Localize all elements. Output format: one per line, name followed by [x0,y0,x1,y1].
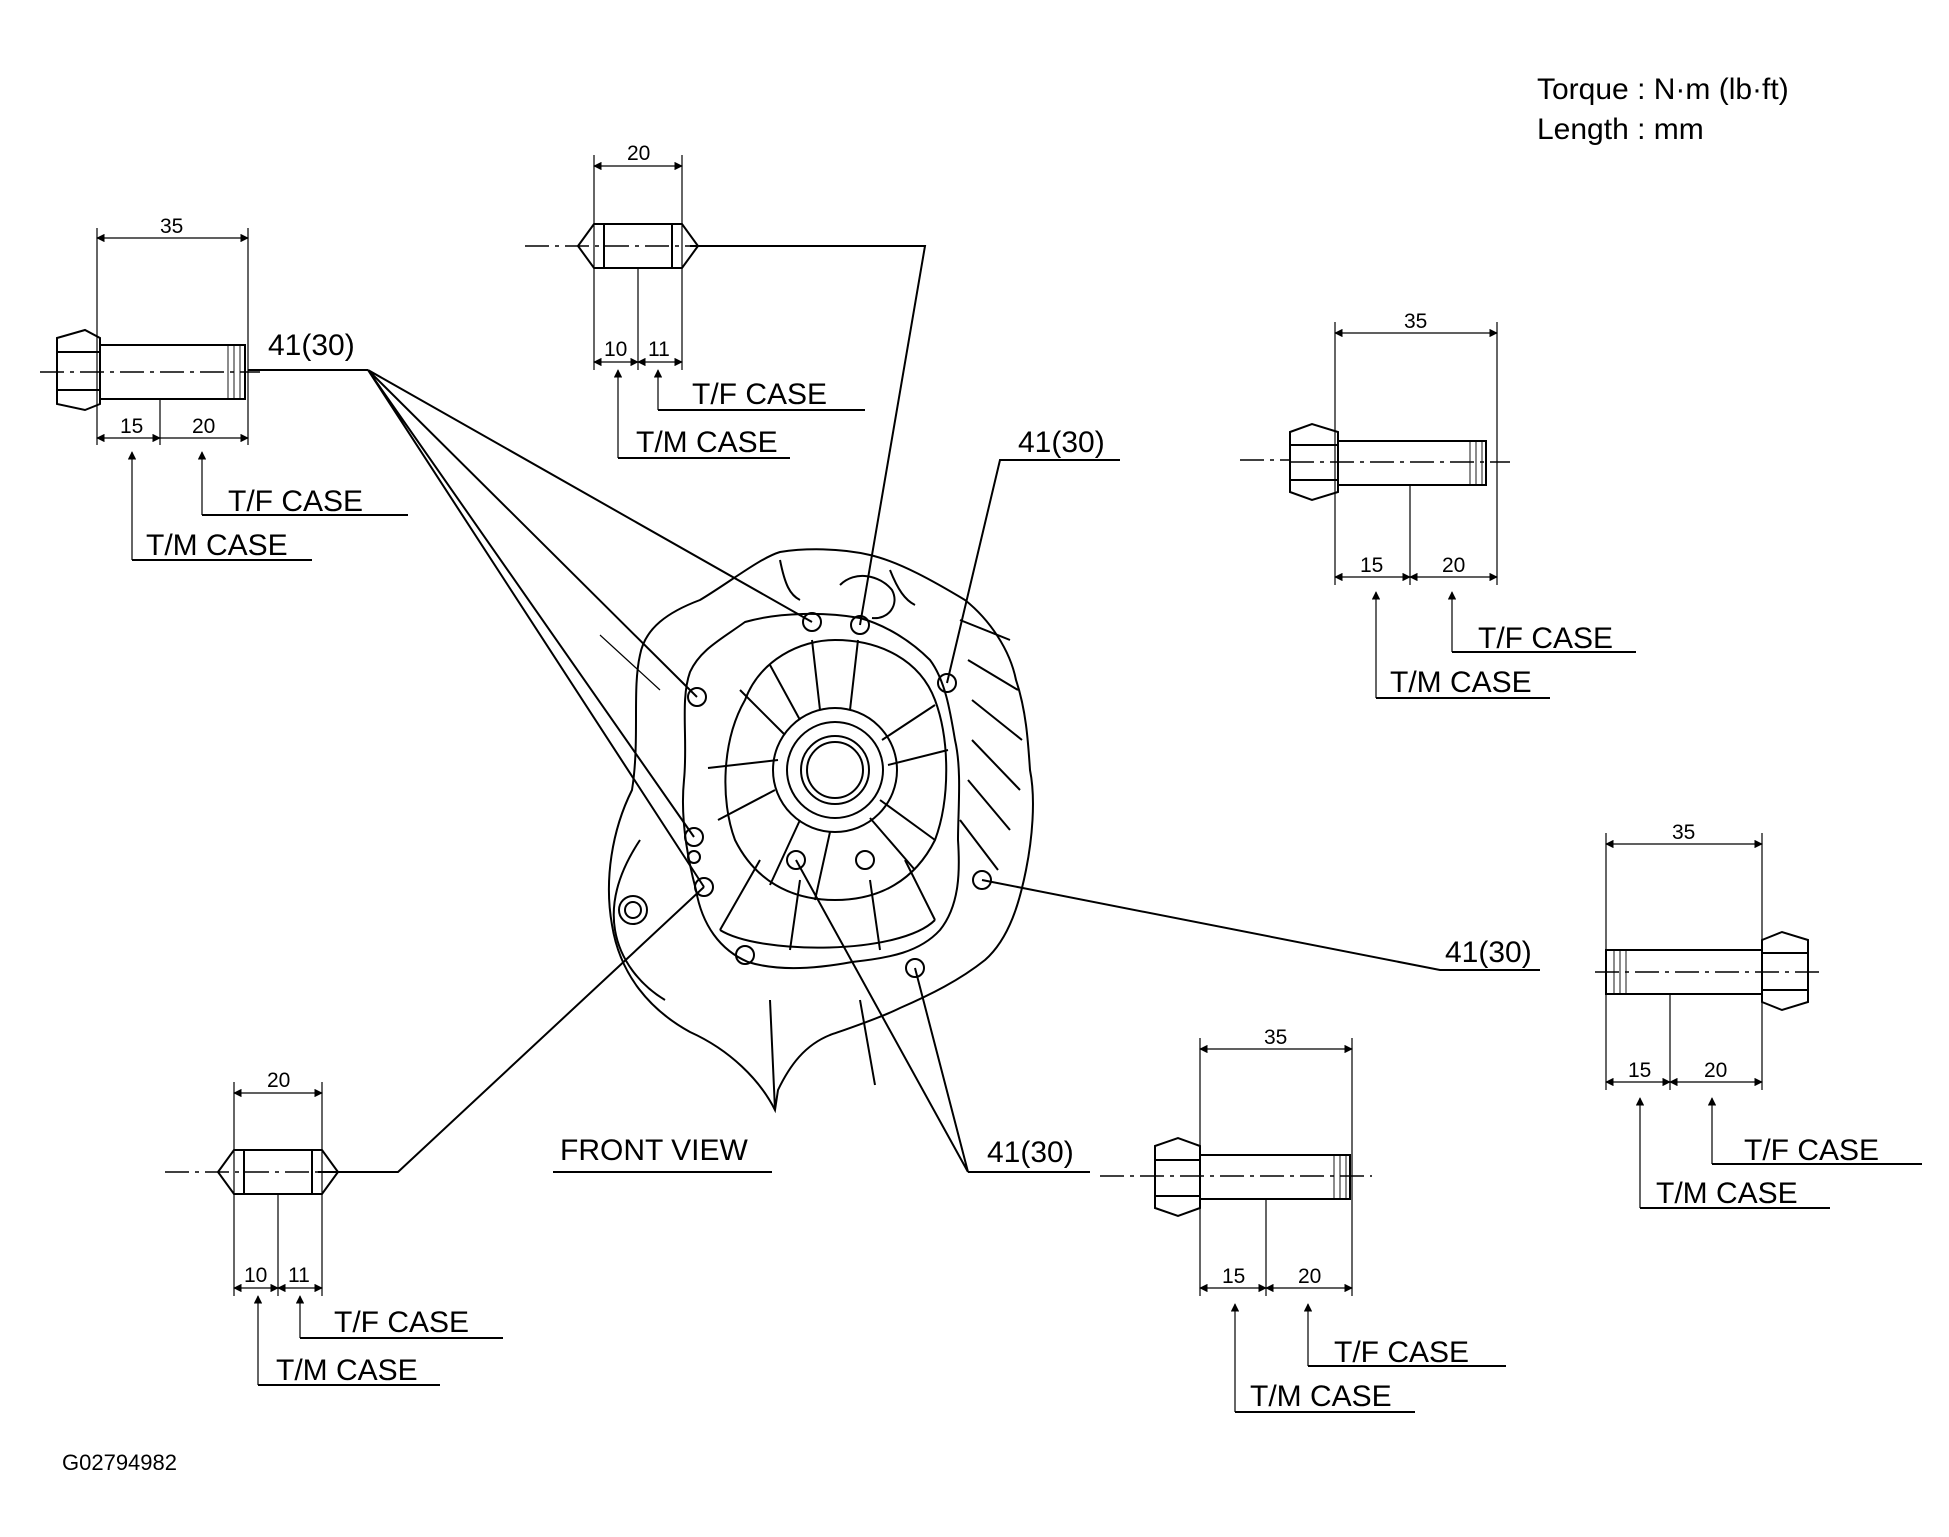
flange-bolt-icon [40,328,260,412]
tm-case-label: T/M CASE [1656,1177,1798,1210]
bolt-right-lower: 35 15 20 T/F CASE T/M CASE [1595,821,1922,1210]
flange-bolt-icon [1100,1136,1372,1218]
dim-overall: 20 [267,1069,290,1092]
flange-bolt-icon [1289,422,1510,502]
torque-label-top-left: 41(30) [268,329,355,362]
bolt-bottom: 35 15 20 T/F CASE T/M CASE [1100,1026,1506,1413]
tm-case-label: T/M CASE [276,1354,418,1387]
tf-case-label: T/F CASE [1478,622,1613,655]
dim-tm: 15 [1628,1059,1651,1082]
tf-case-label: T/F CASE [228,485,363,518]
tm-case-label: T/M CASE [1250,1380,1392,1413]
bolt-right-upper: 35 15 20 T/F CASE T/M CASE [1289,310,1636,699]
bolt-holes [684,612,992,978]
torque-label-bottom: 41(30) [987,1136,1074,1169]
dim-overall: 35 [1672,821,1695,844]
dim-tf: 20 [1442,554,1465,577]
dowel-pin-icon [525,223,715,269]
tf-case-label: T/F CASE [692,378,827,411]
dim-overall: 35 [1264,1026,1287,1049]
transfer-case-front-view-icon [599,548,1034,1114]
tf-case-label: T/F CASE [1334,1336,1469,1369]
legend-length: Length : mm [1537,113,1704,146]
dim-overall: 35 [160,215,183,238]
dim-tm: 10 [244,1264,267,1287]
tf-case-label: T/F CASE [334,1306,469,1339]
dim-tm: 15 [1360,554,1383,577]
torque-label-right-lower: 41(30) [1445,936,1532,969]
figure-id: G02794982 [62,1450,177,1475]
bolt-top-left: 35 15 20 T/F CASE T/M CASE [40,215,408,562]
dim-overall: 20 [627,142,650,165]
dim-tm: 10 [604,338,627,361]
dim-tf: 20 [1298,1265,1321,1288]
pin-top: 20 10 11 T/F CASE T/M CASE [525,142,865,459]
legend: Torque : N·m (lb·ft) Length : mm [1537,73,1789,146]
front-view-label: FRONT VIEW [560,1134,748,1167]
dim-tm: 15 [1222,1265,1245,1288]
dowel-pin-icon [165,1149,355,1195]
tm-case-label: T/M CASE [1390,666,1532,699]
dim-tf: 20 [192,415,215,438]
torque-label-right-upper: 41(30) [1018,426,1105,459]
dim-tf: 11 [288,1264,310,1287]
dim-tf: 11 [648,338,670,361]
pin-bottom-left: 20 10 11 T/F CASE T/M CASE [165,1069,503,1387]
tm-case-label: T/M CASE [636,426,778,459]
tf-case-label: T/F CASE [1744,1134,1879,1167]
flange-bolt-icon [1595,930,1820,1012]
dim-tf: 20 [1704,1059,1727,1082]
dim-tm: 15 [120,415,143,438]
dim-overall: 35 [1404,310,1427,333]
tm-case-label: T/M CASE [146,529,288,562]
leader-lines [248,245,1540,1173]
legend-torque: Torque : N·m (lb·ft) [1537,73,1789,106]
